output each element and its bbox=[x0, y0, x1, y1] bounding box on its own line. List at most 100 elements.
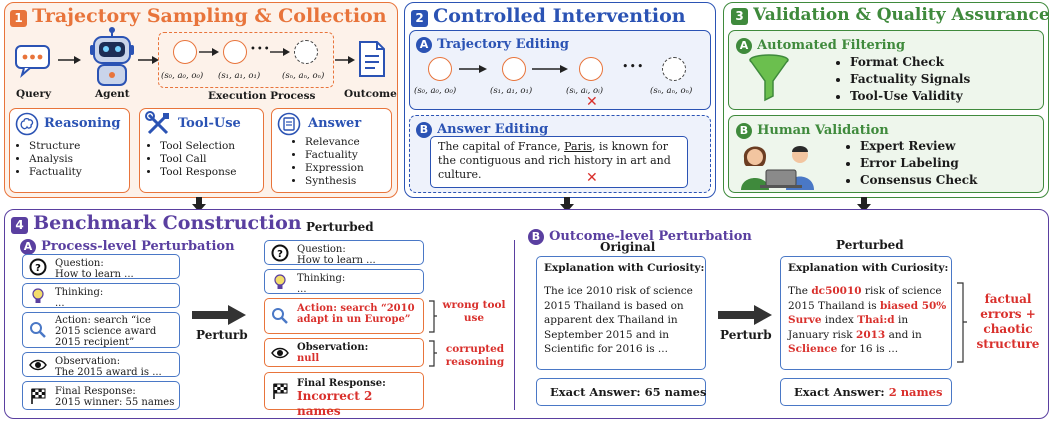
bracket-wrong-tool bbox=[429, 300, 437, 333]
answer-prefix: Exact Answer: bbox=[794, 385, 889, 399]
outcome-perturbed-label: Perturbed bbox=[836, 238, 904, 252]
chat-icon bbox=[14, 44, 52, 78]
agent-label: Agent bbox=[95, 88, 130, 100]
perturbed-explanation-box bbox=[780, 256, 952, 370]
body-segment: for 16 is ... bbox=[837, 343, 899, 355]
body-segment-error: biased 50% Surve bbox=[788, 299, 947, 327]
card-label: Thinking: bbox=[297, 273, 346, 284]
wrong-tool-annotation: wrong tool use bbox=[442, 299, 506, 324]
lightbulb-icon bbox=[271, 273, 289, 291]
robot-icon bbox=[86, 26, 138, 88]
outcome-perturbation-heading: B Outcome-level Perturbation bbox=[528, 225, 752, 245]
orig-final-card: Final Response:2015 winner: 55 names bbox=[22, 381, 180, 410]
card-label: Question: bbox=[55, 258, 104, 269]
body-segment-error: Sclience bbox=[788, 343, 838, 355]
cross-icon: ✕ bbox=[586, 94, 598, 110]
automated-filtering-heading: A Automated Filtering bbox=[736, 34, 905, 54]
original-explanation-body: The ice 2010 risk of science 2015 Thaila… bbox=[544, 285, 693, 355]
process-perturbation-heading: A Process-level Perturbation bbox=[20, 235, 235, 255]
orig-thinking-card: Thinking:... bbox=[22, 283, 180, 309]
answer-box bbox=[271, 108, 392, 193]
edit-node-0 bbox=[428, 57, 452, 81]
outcome-label: Outcome bbox=[344, 88, 397, 100]
answer-title: Answer bbox=[308, 116, 362, 131]
panel2-title: Controlled Intervention bbox=[433, 5, 686, 27]
edit-node-n bbox=[662, 57, 686, 81]
panel3-heading: 3 Validation & Quality Assurance bbox=[731, 5, 1050, 25]
query-label: Query bbox=[16, 88, 52, 100]
badge-a: A bbox=[736, 38, 752, 54]
filter-item: Tool-Use Validity bbox=[850, 88, 970, 105]
answer-item: Synthesis bbox=[305, 175, 364, 188]
exec-dots: ••• bbox=[250, 44, 271, 55]
automated-filtering-list: Format Check Factuality Signals Tool-Use… bbox=[834, 54, 970, 105]
body-segment: risk of science 2015 Thailand is bbox=[788, 285, 942, 312]
answer-error: 2 names bbox=[888, 385, 943, 399]
card-label: Observation: bbox=[55, 356, 121, 367]
trajectory-editing-heading: A Trajectory Editing bbox=[416, 33, 569, 53]
card-label: Observation: bbox=[297, 342, 369, 353]
panel2-number: 2 bbox=[411, 10, 428, 27]
card-value: null bbox=[297, 353, 320, 364]
card-value: Incorrect 2 names bbox=[297, 389, 373, 418]
exec-node-1 bbox=[223, 40, 247, 64]
perturbed-explanation-head: Explanation with Curiosity: bbox=[788, 262, 949, 274]
card-value: ... bbox=[55, 298, 65, 309]
reasoning-item: Analysis bbox=[29, 153, 82, 166]
execution-process-box bbox=[158, 32, 334, 88]
original-explanation-box bbox=[536, 256, 706, 370]
card-label: Action: search “2010 adapt in un Europe” bbox=[297, 303, 415, 325]
exec-node-n bbox=[294, 40, 318, 64]
human-validation-list: Expert Review Error Labeling Consensus C… bbox=[844, 138, 977, 189]
edit-node-i bbox=[579, 57, 603, 81]
card-value: ... bbox=[297, 284, 307, 295]
panel2-heading: 2 Controlled Intervention bbox=[411, 5, 686, 27]
reasoning-title: Reasoning bbox=[44, 116, 121, 131]
outcome-perturbation-title: Outcome-level Perturbation bbox=[549, 229, 752, 244]
answer-item: Factuality bbox=[305, 149, 364, 162]
card-label: Final Response: bbox=[297, 378, 386, 389]
eye-icon bbox=[29, 356, 47, 374]
answer-editing-sentence: The capital of France, Paris, is known f… bbox=[438, 140, 684, 182]
tools-icon bbox=[145, 111, 171, 137]
process-perturbation-title: Process-level Perturbation bbox=[41, 239, 235, 254]
perturb-label-process: Perturb bbox=[196, 328, 248, 342]
answer-editing-title: Answer Editing bbox=[437, 122, 549, 137]
original-answer: Exact Answer: 65 names bbox=[550, 385, 707, 399]
answer-doc-icon bbox=[277, 112, 301, 136]
sentence-paris: Paris bbox=[564, 140, 592, 153]
orig-action-card: Action: search “ice 2015 science award 2… bbox=[22, 312, 180, 348]
answer-item: Relevance bbox=[305, 136, 364, 149]
bracket-factual bbox=[957, 282, 967, 363]
search-icon bbox=[29, 321, 47, 339]
answer-editing-sentence-box bbox=[430, 136, 688, 188]
badge-b: B bbox=[416, 122, 432, 138]
pert-final-card: Final Response:Incorrect 2 names bbox=[264, 372, 424, 418]
arrow-down-1 bbox=[192, 197, 206, 212]
perturbed-answer-box bbox=[780, 378, 952, 406]
pert-thinking-card: Thinking:... bbox=[264, 269, 424, 295]
body-segment-error: Thai:d bbox=[857, 314, 895, 326]
human-item: Error Labeling bbox=[860, 155, 977, 172]
card-label: Final Response: bbox=[55, 386, 136, 397]
perturb-label-outcome: Perturb bbox=[720, 328, 772, 342]
exec-node-n-label: (sₙ, aₙ, oₙ) bbox=[282, 71, 325, 81]
perturb-arrow-process bbox=[192, 305, 246, 325]
document-icon bbox=[358, 40, 386, 78]
panel3-number: 3 bbox=[731, 8, 748, 25]
edit-node-i-label: (sᵢ, aᵢ, oᵢ) bbox=[566, 86, 604, 96]
orig-question-card: ? Question:How to learn ... bbox=[22, 254, 180, 280]
panel4-number: 4 bbox=[11, 217, 28, 234]
card-label: Question: bbox=[297, 244, 346, 255]
body-segment: in January risk bbox=[788, 314, 909, 341]
exec-node-0-label: (s₀, a₀, o₀) bbox=[161, 71, 204, 81]
card-label: Action: search “ice 2015 science award 2… bbox=[55, 315, 157, 348]
reasoning-item: Factuality bbox=[29, 166, 82, 179]
filter-item: Factuality Signals bbox=[850, 71, 970, 88]
badge-b: B bbox=[528, 229, 544, 245]
pert-observation-card: Observation:null bbox=[264, 338, 424, 367]
original-explanation-head: Explanation with Curiosity: bbox=[544, 262, 705, 274]
original-answer-box bbox=[536, 378, 706, 406]
section-divider bbox=[514, 240, 516, 410]
trajectory-editing-title: Trajectory Editing bbox=[437, 37, 570, 52]
